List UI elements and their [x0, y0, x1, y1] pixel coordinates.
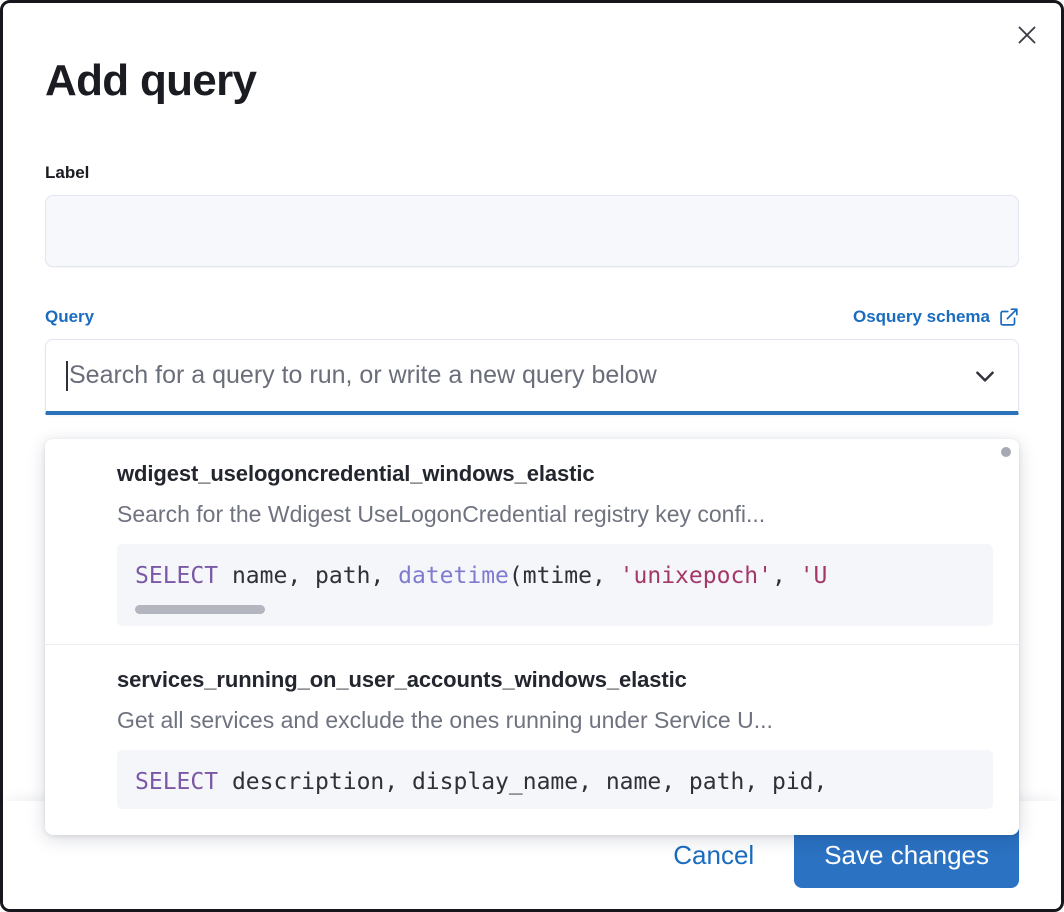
osquery-schema-link[interactable]: Osquery schema — [853, 307, 1019, 327]
code-line: SELECT name, path, datetime(mtime, 'unix… — [135, 563, 828, 589]
label-field-label: Label — [45, 163, 90, 183]
list-item[interactable]: wdigest_uselogoncredential_windows_elast… — [45, 439, 1019, 626]
close-icon — [1015, 23, 1039, 47]
query-field-label: Query — [45, 307, 95, 327]
query-option-code: SELECT name, path, datetime(mtime, 'unix… — [117, 544, 993, 626]
query-header-row: Query Osquery schema — [45, 307, 1019, 327]
query-option-code: SELECT description, display_name, name, … — [117, 749, 993, 809]
query-option-title: wdigest_uselogoncredential_windows_elast… — [117, 461, 595, 486]
external-link-icon — [999, 307, 1019, 327]
query-search-combobox[interactable]: Search for a query to run, or write a ne… — [45, 339, 1019, 416]
cancel-button[interactable]: Cancel — [659, 830, 768, 881]
query-option-description: Get all services and exclude the ones ru… — [117, 706, 773, 733]
close-icon-button[interactable] — [1007, 15, 1047, 55]
query-option-description: Search for the Wdigest UseLogonCredentia… — [117, 501, 766, 527]
code-line: SELECT description, display_name, name, … — [135, 768, 828, 795]
query-suggestions-list: wdigest_uselogoncredential_windows_elast… — [45, 439, 1019, 835]
page-title: Add query — [45, 56, 257, 105]
query-search-placeholder: Search for a query to run, or write a ne… — [69, 361, 657, 390]
code-horizontal-scrollbar[interactable] — [135, 604, 265, 614]
query-option-title: services_running_on_user_accounts_window… — [117, 666, 687, 692]
list-item[interactable]: services_running_on_user_accounts_window… — [45, 643, 1019, 809]
osquery-schema-link-label: Osquery schema — [852, 307, 990, 327]
text-cursor — [66, 360, 68, 391]
label-input[interactable] — [45, 195, 1019, 268]
modal-body: Add query Label Query Osquery schema Sea… — [3, 3, 1061, 909]
query-suggestions-dropdown[interactable]: wdigest_uselogoncredential_windows_elast… — [45, 439, 1019, 835]
dropdown-scrollbar-thumb[interactable] — [1001, 447, 1011, 457]
chevron-down-icon[interactable] — [970, 361, 1000, 391]
